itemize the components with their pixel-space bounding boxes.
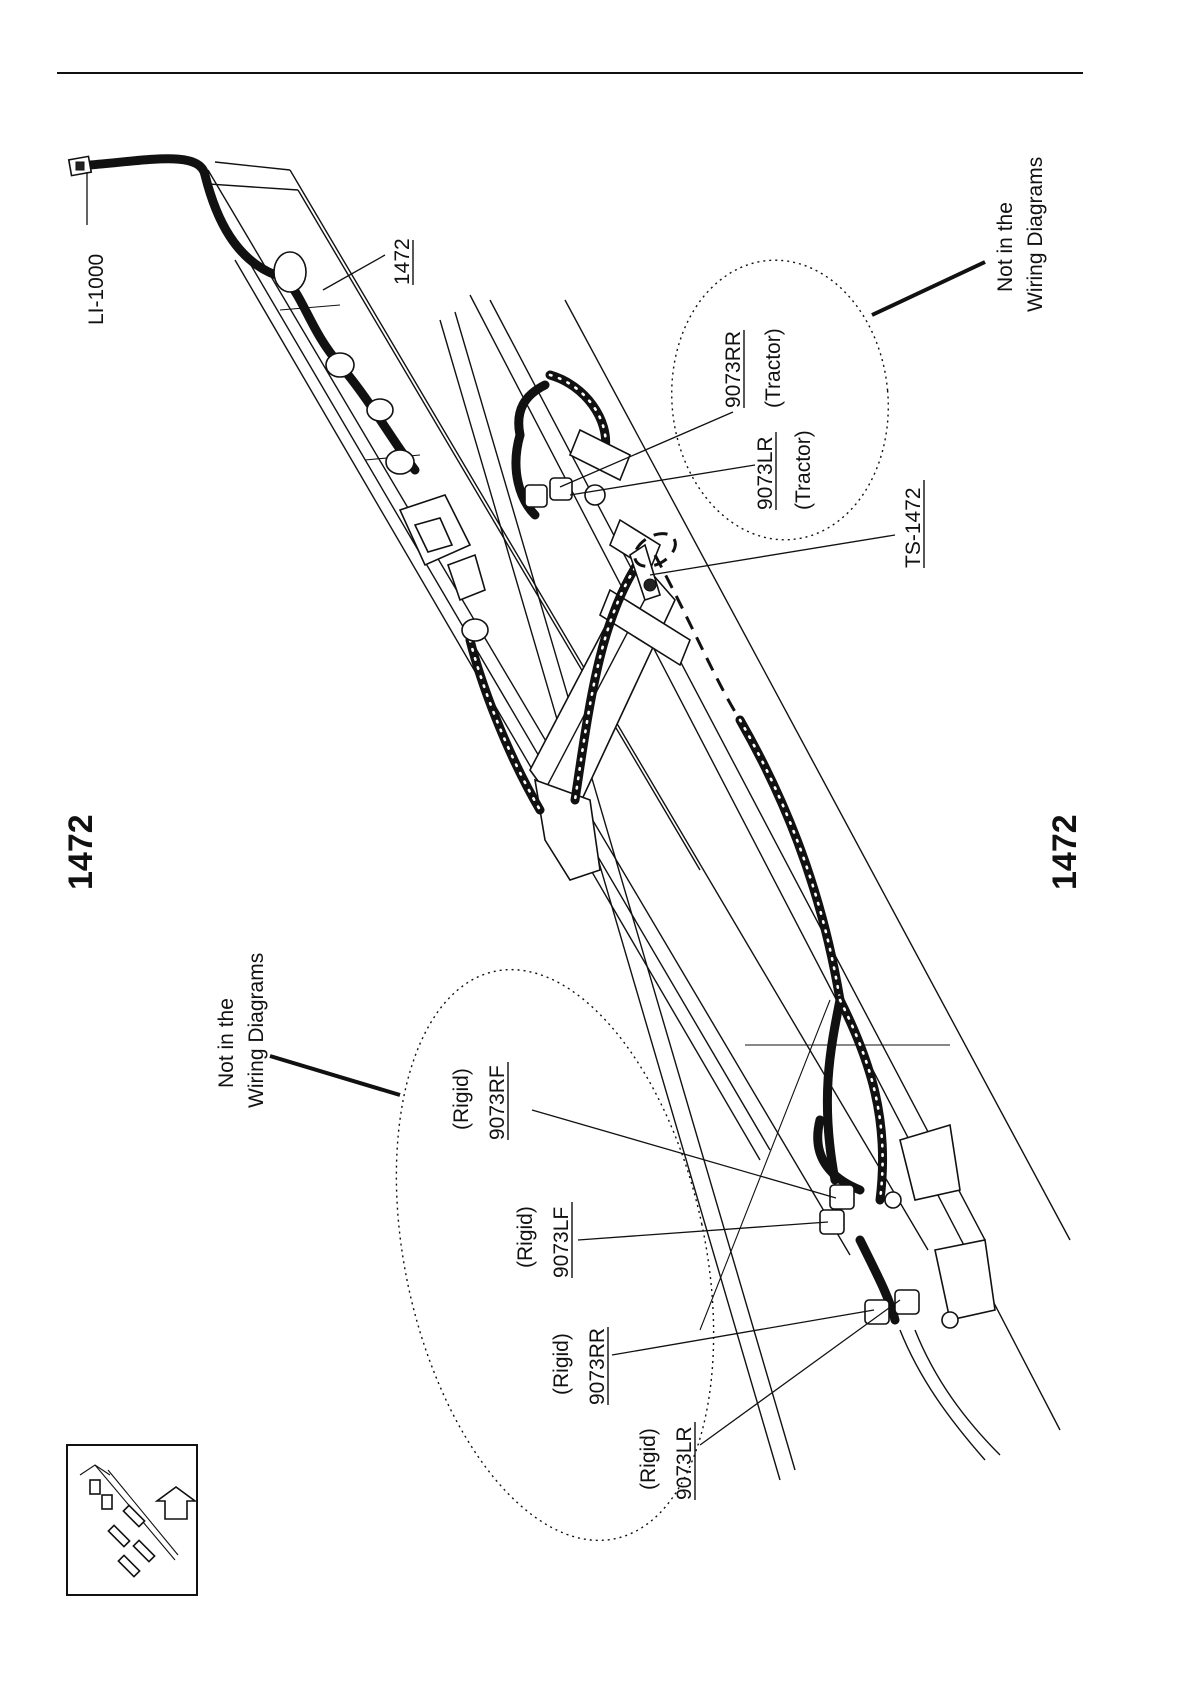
vehicle-chassis-locator-icon [67, 1445, 197, 1595]
label-9073lr-tractor: 9073LR (Tractor) [754, 430, 815, 510]
svg-text:9073RR: 9073RR [722, 331, 745, 408]
svg-text:1472: 1472 [62, 814, 100, 890]
label-li1000: LI-1000 [85, 254, 108, 325]
label-9073lf-rigid: (Rigid) 9073LF [514, 1202, 573, 1278]
svg-text:9073RR: 9073RR [586, 1328, 609, 1405]
svg-text:(Rigid): (Rigid) [514, 1206, 537, 1268]
label-not-in-wiring-diagrams-left: Not in the Wiring Diagrams [215, 953, 268, 1108]
label-9073rr-rigid: (Rigid) 9073RR [550, 1327, 609, 1405]
svg-text:(Rigid): (Rigid) [450, 1068, 473, 1130]
svg-text:LI-1000: LI-1000 [85, 254, 108, 325]
label-ts1472: TS-1472 [902, 480, 925, 568]
callout-pointer-left [270, 1056, 400, 1095]
svg-text:Not in the: Not in the [994, 202, 1017, 292]
svg-text:(Tractor): (Tractor) [762, 328, 785, 408]
rigid-sensor-group [818, 1000, 1000, 1460]
svg-text:1472: 1472 [1046, 814, 1084, 890]
label-not-in-wiring-diagrams-right: Not in the Wiring Diagrams [994, 157, 1047, 312]
label-9073rf-rigid: (Rigid) 9073RF [450, 1062, 509, 1140]
svg-text:(Rigid): (Rigid) [637, 1428, 660, 1490]
label-harness-1472: 1472 [391, 238, 414, 285]
callout-pointer-right [872, 262, 985, 315]
svg-text:9073LF: 9073LF [550, 1207, 573, 1278]
svg-text:1472: 1472 [391, 238, 414, 285]
svg-text:(Rigid): (Rigid) [550, 1333, 573, 1395]
svg-text:Not in the: Not in the [215, 998, 238, 1088]
page-number-left: 1472 [62, 814, 100, 890]
svg-text:Wiring Diagrams: Wiring Diagrams [245, 953, 268, 1108]
label-9073lr-rigid: (Rigid) 9073LR [637, 1422, 696, 1500]
svg-text:(Tractor): (Tractor) [792, 430, 815, 510]
svg-text:Wiring Diagrams: Wiring Diagrams [1024, 157, 1047, 312]
tractor-sensor-harness [516, 375, 660, 600]
svg-text:TS-1472: TS-1472 [902, 487, 925, 568]
svg-text:9073LR: 9073LR [754, 436, 777, 510]
svg-text:9073RF: 9073RF [486, 1065, 509, 1140]
label-9073rr-tractor: 9073RR (Tractor) [722, 328, 785, 408]
page-number-right: 1472 [1046, 814, 1084, 890]
svg-text:9073LR: 9073LR [673, 1426, 696, 1500]
